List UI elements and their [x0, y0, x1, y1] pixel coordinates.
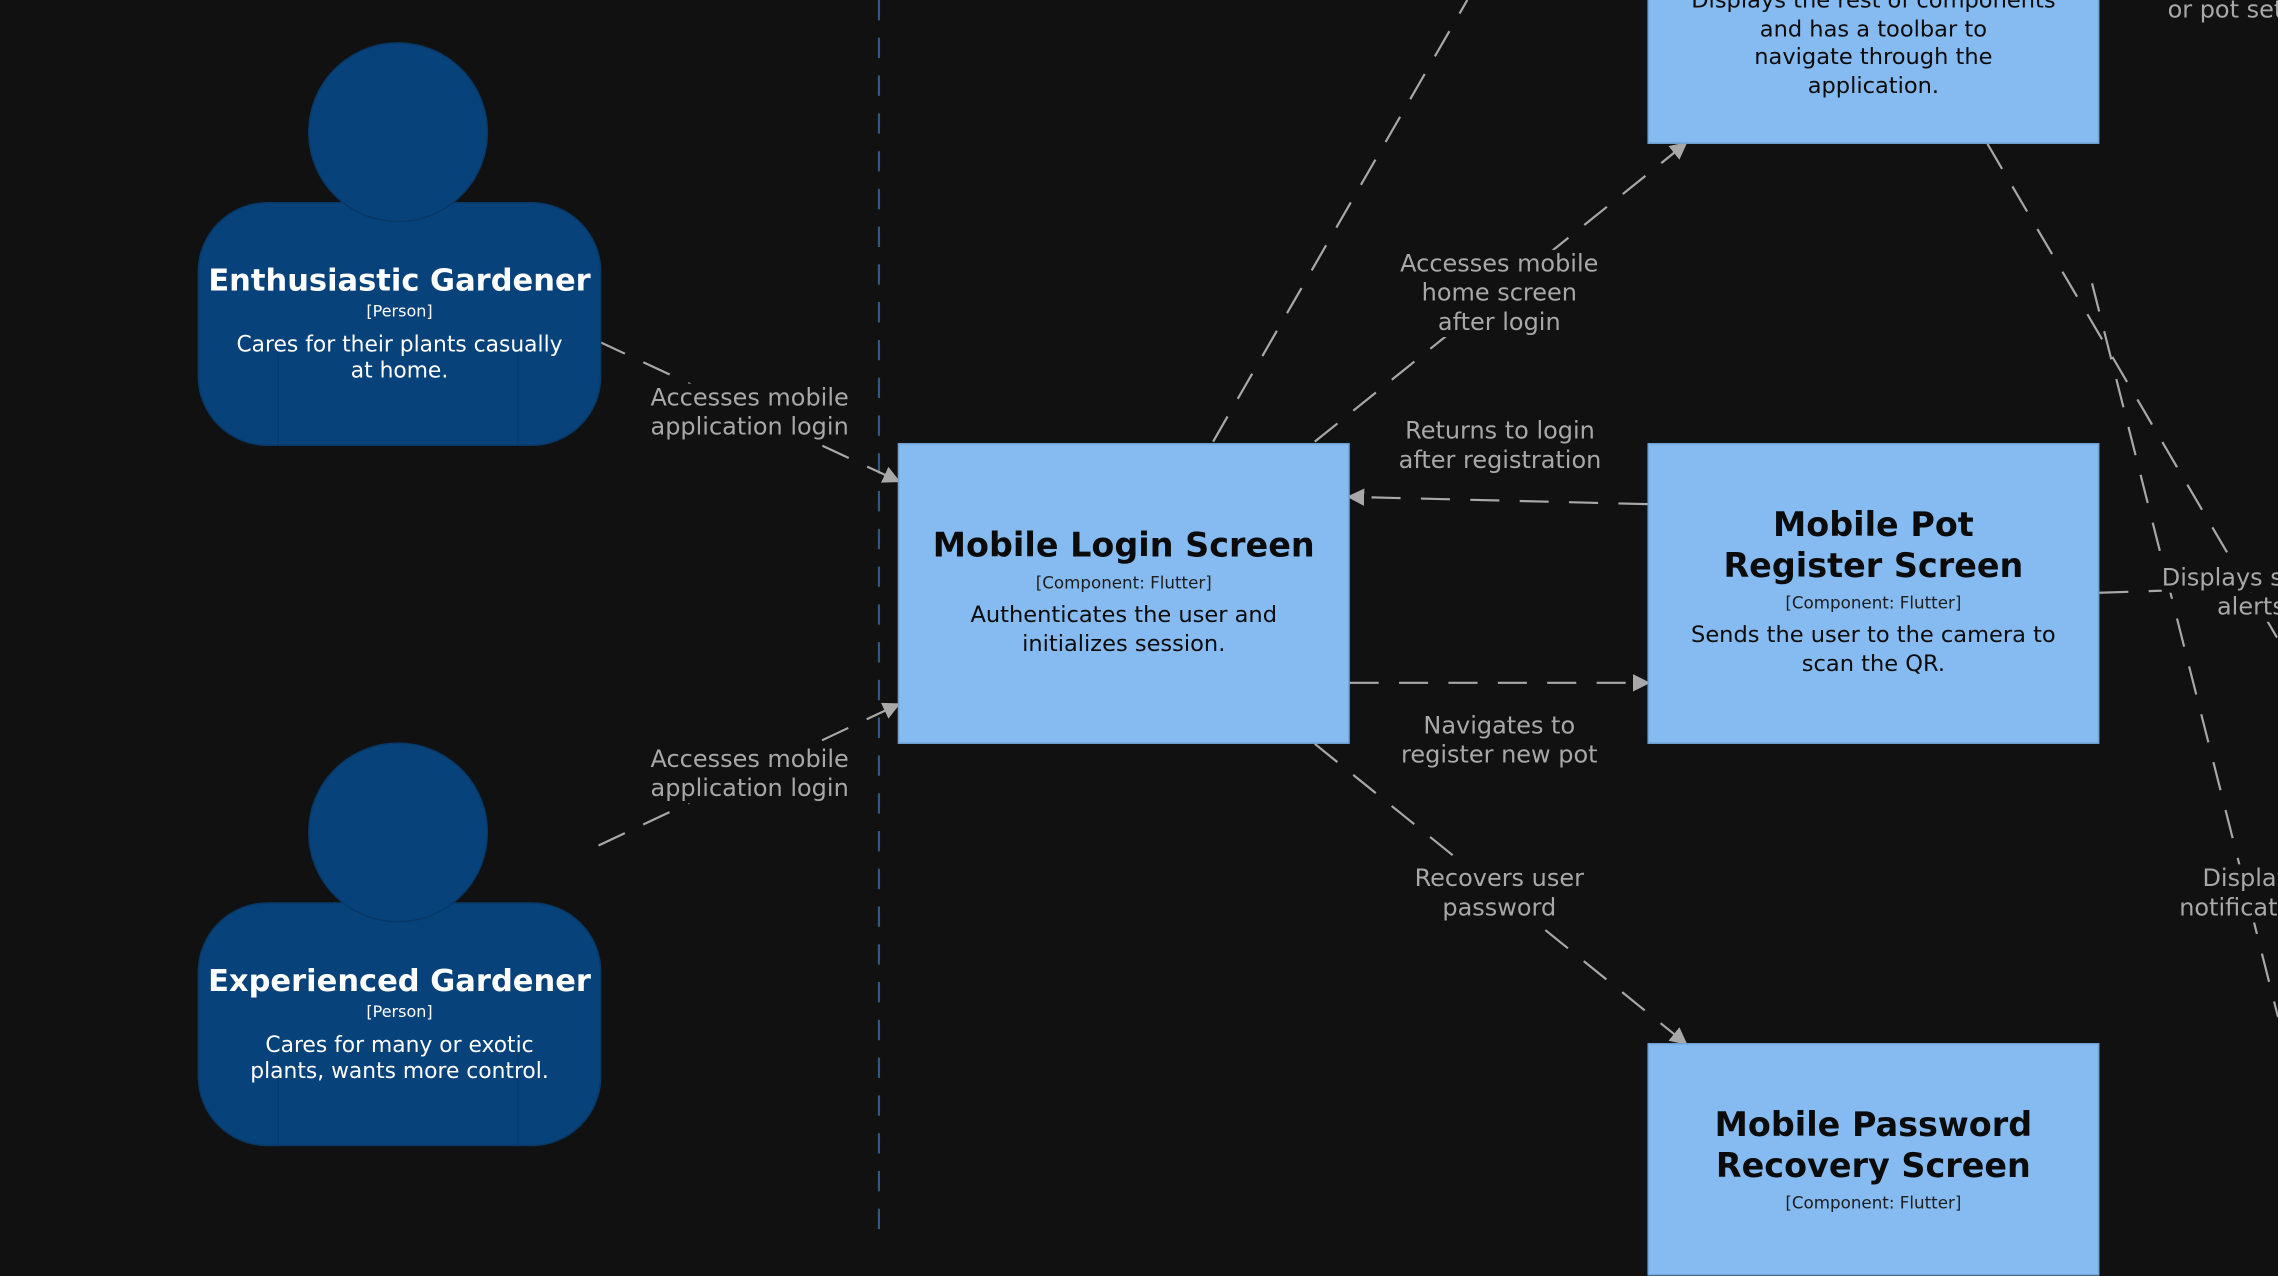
component-tech: [Component: Flutter]: [1035, 572, 1212, 593]
label-cut-notif-2: notificati: [2179, 893, 2278, 923]
person-divider: [517, 353, 519, 447]
relationship-lines: [598, 0, 2278, 1230]
label-enthusiastic-to-login: Accesses mobile application login: [647, 383, 852, 442]
component-description: Sends the user to the camera to scan the…: [1691, 621, 2056, 677]
edge-home-right-2: [2090, 283, 2278, 1018]
person-description: Cares for many or exotic plants, wants m…: [250, 1031, 549, 1084]
label-login-to-home: Accesses mobile home screen after login: [1397, 249, 1601, 338]
component-tech: [Component: Flutter]: [1785, 1192, 1962, 1214]
edge-login-to-home: [1314, 142, 1688, 443]
component-mobile-pot-register-screen[interactable]: Mobile Pot Register Screen [Component: F…: [1647, 443, 2100, 744]
edge-login-to-offscreen: [1212, 0, 1469, 443]
person-divider: [277, 353, 279, 447]
component-title: Mobile Password Recovery Screen: [1714, 1107, 2033, 1186]
person-name: Experienced Gardener: [208, 963, 591, 999]
component-mobile-login-screen[interactable]: Mobile Login Screen [Component: Flutter]…: [897, 443, 1350, 744]
person-experienced-gardener[interactable]: Experienced Gardener [Person] Cares for …: [197, 742, 602, 1147]
person-divider: [517, 1053, 519, 1147]
person-text: Enthusiastic Gardener [Person] Cares for…: [198, 262, 602, 384]
person-body: [197, 201, 602, 447]
component-description: and has a toolbar to navigate through th…: [1754, 15, 1993, 99]
person-body: [197, 902, 602, 1147]
component-tech: [Component: Flutter]: [1785, 592, 1962, 614]
label-cut-alerts-1: Displays se: [2161, 563, 2278, 593]
edge-login-to-recovery: [1314, 742, 1688, 1045]
label-cut-notif-1: Display: [2202, 864, 2278, 894]
component-title: Mobile Login Screen: [932, 527, 1315, 566]
label-register-to-login: Returns to login after registration: [1394, 416, 1606, 476]
person-kind: [Person]: [366, 302, 433, 322]
person-text: Experienced Gardener [Person] Cares for …: [198, 962, 602, 1084]
label-cut-alerts-2: alerts: [2216, 592, 2278, 622]
person-head: [307, 742, 489, 923]
person-name: Enthusiastic Gardener: [208, 262, 591, 298]
component-mobile-password-recovery-screen[interactable]: Mobile Password Recovery Screen [Compone…: [1647, 1043, 2100, 1276]
label-login-to-recovery: Recovers user password: [1412, 864, 1587, 923]
label-login-to-register: Navigates to register new pot: [1397, 711, 1601, 770]
person-divider: [277, 1053, 279, 1147]
person-kind: [Person]: [366, 1002, 433, 1022]
component-description-top: Displays the rest of components: [1691, 0, 2056, 14]
label-experienced-to-login: Accesses mobile application login: [647, 745, 852, 804]
person-description: Cares for their plants casually at home.: [236, 331, 563, 384]
component-title: Mobile Pot Register Screen: [1723, 507, 2024, 586]
component-home-screen[interactable]: Displays the rest of components and has …: [1647, 0, 2100, 144]
component-description: Authenticates the user and initializes s…: [970, 601, 1277, 656]
person-head: [307, 42, 489, 223]
diagram-stage: Enthusiastic Gardener [Person] Cares for…: [197, 0, 2278, 1276]
edge-register-to-login: [1346, 488, 1648, 506]
label-cut-top-right: or pot set: [2167, 0, 2278, 25]
person-enthusiastic-gardener[interactable]: Enthusiastic Gardener [Person] Cares for…: [197, 42, 602, 447]
